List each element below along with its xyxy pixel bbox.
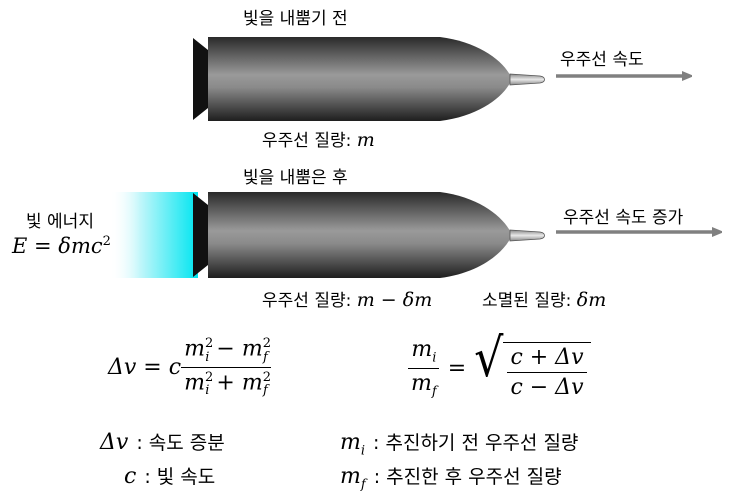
before-mass-text: 우주선 질량: bbox=[262, 131, 352, 151]
lost-mass-label: 소멸된 질량: δm bbox=[482, 286, 606, 311]
delta-v-fraction: m2i − m2f m2i + m2f bbox=[181, 336, 271, 398]
light-beam bbox=[110, 192, 198, 278]
before-mass-symbol: m bbox=[356, 129, 375, 151]
rocket-after-nozzle bbox=[193, 193, 208, 277]
mass-ratio-formula: mi mf = √ c + Δv c − Δv bbox=[408, 331, 591, 400]
sqrt-sign: √ bbox=[474, 326, 504, 389]
legend-light-speed: c : 빛 속도 bbox=[124, 464, 216, 489]
rocket-before bbox=[193, 37, 545, 121]
after-title: 빛을 내뿜은 후 bbox=[243, 168, 348, 188]
light-energy-formula: E = δmc2 bbox=[12, 234, 111, 258]
before-mass-label: 우주선 질량: m bbox=[262, 126, 375, 151]
after-mass-label: 우주선 질량: m − δm bbox=[262, 286, 432, 311]
mass-ratio-equals: = bbox=[447, 355, 467, 381]
legend-mass-final: mf : 추진한 후 우주선 질량 bbox=[340, 464, 562, 493]
rocket-before-nozzle bbox=[193, 38, 208, 120]
sqrt-expression: √ c + Δv c − Δv bbox=[474, 331, 591, 400]
delta-v-denominator: m2i + m2f bbox=[184, 369, 271, 399]
energy-rhs: = δmc bbox=[34, 234, 103, 258]
rocket-before-tip bbox=[509, 73, 545, 86]
lost-mass-text: 소멸된 질량: bbox=[482, 291, 572, 311]
before-title: 빛을 내뿜기 전 bbox=[243, 9, 348, 29]
light-energy-label: 빛 에너지 bbox=[26, 212, 94, 232]
energy-exponent: 2 bbox=[102, 234, 111, 249]
lost-mass-symbol: δm bbox=[576, 289, 607, 311]
after-mass-expr: m − δm bbox=[356, 289, 433, 311]
delta-v-formula: Δv = c m2i − m2f m2i + m2f bbox=[108, 336, 271, 398]
rocket-after-tip bbox=[509, 229, 545, 242]
before-velocity-label: 우주선 속도 bbox=[560, 50, 644, 70]
delta-v-lhs: Δv = c bbox=[108, 354, 182, 380]
rocket-after-body bbox=[208, 192, 512, 278]
after-velocity-label: 우주선 속도 증가 bbox=[563, 208, 684, 228]
after-mass-text: 우주선 질량: bbox=[262, 291, 352, 311]
legend-mass-initial: mi : 추진하기 전 우주선 질량 bbox=[340, 430, 579, 459]
rocket-before-body bbox=[208, 37, 512, 121]
legend-delta-v: Δv : 속도 증분 bbox=[100, 430, 225, 455]
delta-v-numerator: m2i − m2f bbox=[181, 336, 271, 368]
sqrt-fraction: c + Δv c − Δv bbox=[507, 345, 587, 400]
rocket-after bbox=[193, 192, 545, 278]
energy-lhs: E bbox=[12, 234, 28, 258]
mass-ratio-fraction: mi mf bbox=[408, 337, 440, 399]
